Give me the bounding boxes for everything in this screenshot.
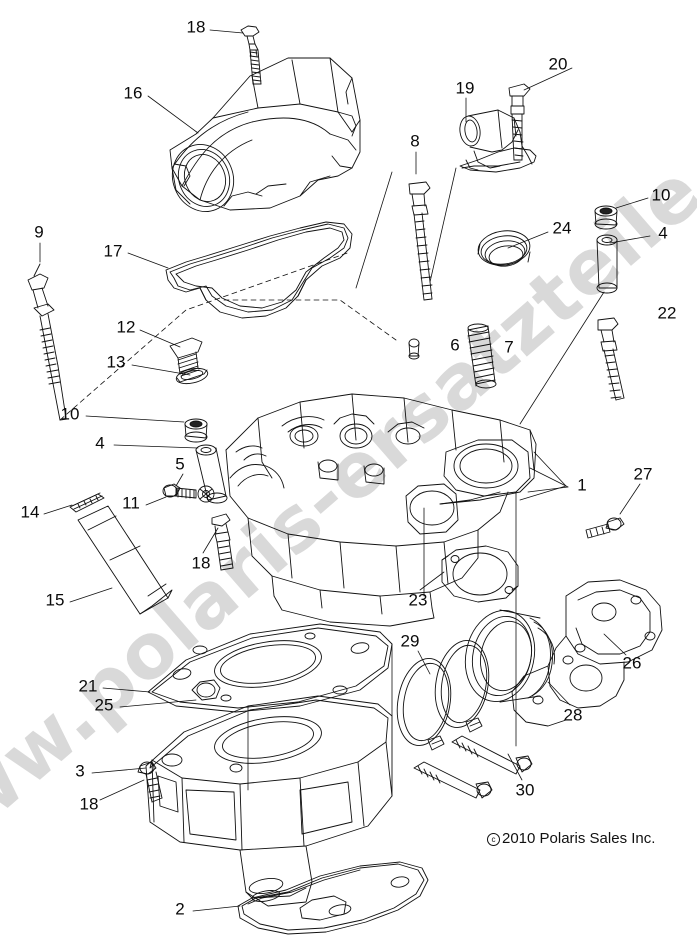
part-26-intake-manifold bbox=[511, 579, 663, 727]
part-18-bolt-mid bbox=[211, 513, 234, 571]
callout-number-14: 14 bbox=[20, 502, 40, 522]
callout-number-21: 21 bbox=[78, 676, 98, 696]
callout-number-22: 22 bbox=[657, 303, 677, 323]
part-1-cylinder-head bbox=[225, 393, 537, 627]
part-5-washer bbox=[197, 485, 215, 503]
part-18-bolt-top bbox=[240, 25, 262, 85]
part-29-clamp-outer bbox=[396, 657, 452, 751]
callout-number-18: 18 bbox=[186, 17, 206, 37]
callout-number-30: 30 bbox=[515, 780, 535, 800]
callout-number-16: 16 bbox=[123, 83, 143, 103]
callout-number-18: 18 bbox=[79, 794, 99, 814]
part-25-dowel bbox=[191, 679, 221, 701]
part-14-small-gasket bbox=[69, 492, 105, 513]
callout-number-17: 17 bbox=[103, 241, 123, 261]
callout-number-26: 26 bbox=[622, 653, 642, 673]
part-6-dowel-pin bbox=[408, 338, 420, 360]
part-10-valve-seal-left bbox=[184, 418, 208, 443]
callout-number-13: 13 bbox=[106, 352, 126, 372]
callout-number-4: 4 bbox=[658, 223, 668, 243]
part-17-cover-gasket bbox=[165, 221, 353, 319]
callout-number-8: 8 bbox=[410, 131, 420, 151]
part-4-valve-guide-left bbox=[195, 444, 228, 504]
callout-number-3: 3 bbox=[75, 761, 85, 781]
callout-number-23: 23 bbox=[408, 590, 428, 610]
callout-number-24: 24 bbox=[552, 218, 572, 238]
callout-number-6: 6 bbox=[450, 335, 460, 355]
part-16-valve-cover bbox=[169, 57, 361, 212]
callout-number-7: 7 bbox=[504, 337, 514, 357]
callout-number-28: 28 bbox=[563, 705, 583, 725]
part-27-manifold-bolt bbox=[585, 517, 625, 539]
callout-number-20: 20 bbox=[548, 54, 568, 74]
part-20-bolt bbox=[508, 83, 531, 161]
callout-number-1: 1 bbox=[577, 475, 587, 495]
callout-number-19: 19 bbox=[455, 78, 475, 98]
callout-number-25: 25 bbox=[94, 695, 114, 715]
callout-number-18: 18 bbox=[191, 553, 211, 573]
part-18-bolt-lower bbox=[137, 761, 163, 803]
part-9-long-stud bbox=[27, 263, 68, 421]
callout-number-4: 4 bbox=[95, 433, 105, 453]
callout-number-15: 15 bbox=[45, 590, 65, 610]
part-21-head-gasket bbox=[147, 623, 393, 713]
callout-number-5: 5 bbox=[175, 454, 185, 474]
part-24-oring bbox=[477, 230, 531, 267]
part-8-head-bolt bbox=[408, 181, 433, 301]
part-15-flat-plate bbox=[77, 505, 173, 615]
callout-number-10: 10 bbox=[60, 404, 80, 424]
callout-number-12: 12 bbox=[116, 317, 136, 337]
part-12-tensioner-bolt bbox=[169, 337, 203, 377]
part-10-valve-seal-right bbox=[594, 205, 618, 230]
leader-lines bbox=[39, 29, 651, 912]
copyright-text: 2010 Polaris Sales Inc. bbox=[502, 830, 656, 847]
part-23-exhaust-gasket bbox=[441, 545, 519, 603]
part-29-clamp-inner bbox=[434, 639, 490, 733]
callout-number-29: 29 bbox=[400, 631, 420, 651]
part-30-clamp-screws bbox=[413, 735, 533, 799]
callout-number-9: 9 bbox=[34, 222, 44, 242]
part-2-base-gasket bbox=[237, 861, 429, 935]
callout-number-11: 11 bbox=[122, 493, 140, 513]
part-22-cylinder-bolt bbox=[597, 317, 625, 401]
part-13-seal-washer bbox=[175, 367, 209, 385]
callout-number-27: 27 bbox=[633, 464, 653, 484]
callout-number-2: 2 bbox=[175, 899, 185, 919]
part-7-valve-spring bbox=[467, 323, 497, 389]
copyright-symbol: c bbox=[487, 833, 500, 846]
part-11-screw-small bbox=[162, 483, 197, 499]
part-4-valve-guide-right bbox=[596, 234, 618, 294]
part-28-intake-boot bbox=[464, 609, 555, 703]
callout-number-10: 10 bbox=[651, 185, 671, 205]
